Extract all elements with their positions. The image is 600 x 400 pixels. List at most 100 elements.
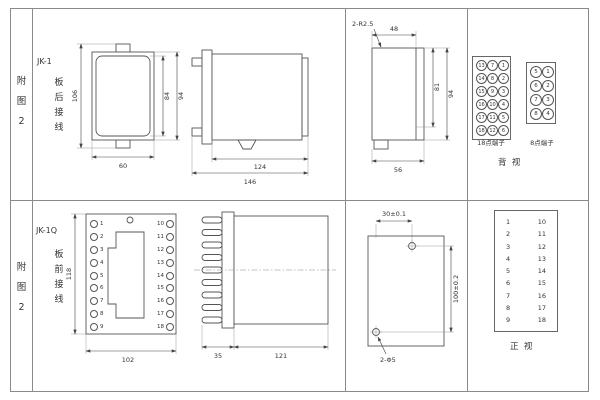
dim-width: 60 [119,162,127,170]
terminal-circle: 4 [498,99,509,110]
dim-cutout-bottom-width: 56 [394,166,402,174]
dim-panel-height: 118 [65,268,73,280]
terminal-circle: 3 [542,94,554,106]
wiring-label-char: 板 [54,78,64,88]
terminal-number: 1 [100,221,104,228]
front-panel-outline [85,213,177,335]
divider-rows [10,200,588,201]
terminal-circle: 8 [530,108,542,120]
terminal-circle: 4 [542,108,554,120]
terminal-dot [166,297,174,306]
terminal-number: 17 [157,310,164,317]
figure-label-char: 2 [18,302,25,313]
terminal-item: 2 [90,231,104,244]
terminal-circle: 5 [530,66,542,78]
terminal-dot [166,322,174,331]
terminal-dot [166,245,174,254]
rear-cap [301,57,309,137]
jk1q-drill-plan-drawing: 30±0.1 100±0.2 2-Φ5 [367,210,460,364]
terminal-circle: 8 [487,73,498,84]
terminal-number: 10 [157,221,164,228]
rear-view-label: 背 视 [498,158,521,168]
terminal-dot [166,284,174,293]
terminal-circle: 1 [498,60,509,71]
note-corner-radius: 2-R2.5 [352,20,373,28]
wiring-label-row2: 板前接线 [52,248,66,308]
terminal-circle: 12 [487,125,498,136]
terminal-item: 4 [90,256,104,269]
table-cell: 12 [537,242,546,251]
table-cell: 16 [537,291,546,300]
terminal-circle: 10 [487,99,498,110]
wiring-label-char: 线 [54,295,64,305]
terminal-dot [90,297,98,306]
jk1q-side-view-drawing: 35 121 [194,211,336,360]
terminal-dot [166,271,174,280]
terminal-dot [166,233,174,242]
terminal-number: 5 [100,272,104,279]
table-cell: 11 [537,230,546,239]
wiring-label-char: 接 [54,108,64,118]
terminal-item: 10 [148,218,174,231]
dim-cutout-outer-height: 94 [447,90,455,98]
table-cell: 14 [537,267,546,275]
dim-cutout-top-width: 48 [390,25,398,33]
terminal-item: 17 [148,308,174,321]
terminal-dot [166,309,174,318]
case-outline [91,51,155,141]
terminal-number: 7 [100,298,104,305]
model-label-jk1q: JK-1Q [36,226,58,235]
case-inner-outline [95,55,151,137]
table-cell: 3 [506,242,511,251]
dim-panel-width: 102 [122,356,134,364]
hole-note-leader [377,336,387,355]
terminal-number: 4 [100,259,104,266]
terminal-item: 8 [90,308,104,321]
dim-inner-height: 84 [163,92,171,100]
terminal-dot [90,271,98,280]
terminal-circle: 17 [476,112,487,123]
front-view-label: 正 视 [510,342,533,352]
terminal-item: 6 [90,282,104,295]
figure-label-char: 图 [16,282,27,293]
terminal-circle: 6 [530,80,542,92]
jk1-front-view-drawing: 106 84 94 60 [71,43,185,170]
figure-label-row2: 附图 2 [12,258,31,318]
table-cell: 6 [506,279,511,288]
terminal-item: 12 [148,244,174,257]
table-cell: 4 [506,254,511,263]
relay-body-outline [107,231,145,319]
terminal-circle: 16 [476,99,487,110]
mounting-flange [201,49,213,145]
table-cell: 8 [506,303,511,312]
terminal-number: 12 [157,246,164,253]
terminal-item: 13 [148,256,174,269]
terminal-item: 15 [148,282,174,295]
latch-detail [237,139,257,150]
figure-label-char: 附 [16,76,27,87]
terminal-circle: 13 [476,60,487,71]
terminal-circle: 6 [498,125,509,136]
fixing-hole [126,216,134,224]
wiring-label-char: 线 [54,123,64,133]
dim-total-height: 106 [71,90,79,102]
terminal-dot [90,245,98,254]
terminal-dot [90,309,98,318]
terminal-circle: 5 [498,112,509,123]
terminal-circle: 2 [542,80,554,92]
dim-body-length: 124 [254,163,266,171]
figure-label-char: 附 [16,262,27,273]
panel-outline [367,235,445,347]
terminal-item: 1 [90,218,104,231]
terminal-circle: 7 [487,60,498,71]
model-label-jk1: JK-1 [37,57,52,66]
dim-hole-spacing-x: 30±0.1 [382,210,406,218]
dim-case-height: 94 [177,92,185,100]
